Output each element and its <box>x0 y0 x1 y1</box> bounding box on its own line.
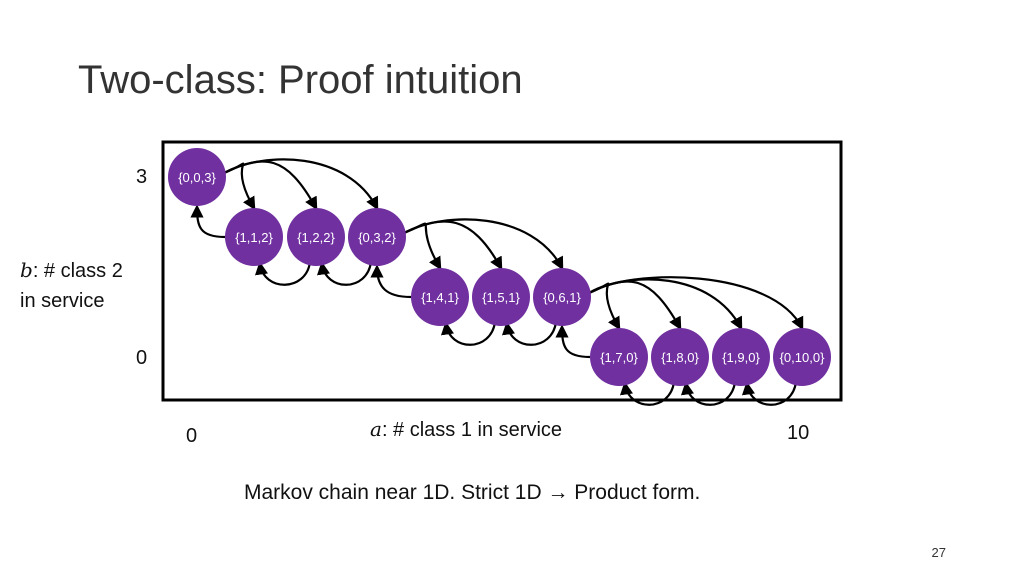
self-loop-arrow <box>440 321 497 346</box>
state-node-label: {1,8,0} <box>661 350 699 365</box>
self-loop-arrow <box>316 261 373 286</box>
self-loop-arrow <box>501 321 558 346</box>
y-axis-label: b: # class 2 in service <box>20 255 123 316</box>
state-node <box>712 328 770 386</box>
state-node-label: {1,2,2} <box>297 230 335 245</box>
self-loop-arrow <box>680 381 737 406</box>
state-node-label: {1,1,2} <box>235 230 273 245</box>
state-node-label: {0,10,0} <box>780 350 825 365</box>
down-arrow <box>588 280 682 331</box>
plot-frame <box>161 140 843 402</box>
caption: Markov chain near 1D. Strict 1D → Produc… <box>244 481 701 504</box>
x-axis-variable: a <box>370 417 382 441</box>
state-node-label: {0,3,2} <box>358 230 396 245</box>
state-node-label: {1,4,1} <box>421 290 459 305</box>
state-node-label: {0,0,3} <box>178 170 216 185</box>
x-axis-label-text: : # class 1 in service <box>381 419 563 441</box>
page-number: 27 <box>931 545 946 560</box>
slide-title: Two-class: Proof intuition <box>78 58 523 102</box>
self-loop-arrow <box>254 261 312 286</box>
down-arrow <box>403 218 564 271</box>
transition-arrows <box>190 158 804 406</box>
down-arrow <box>403 220 503 271</box>
y-axis-label-line2: in service <box>20 290 105 312</box>
state-node <box>225 208 283 266</box>
up-arrow <box>370 264 412 299</box>
x-tick-left: 0 <box>186 425 198 447</box>
state-node <box>533 268 591 326</box>
state-node <box>168 148 226 206</box>
state-node <box>651 328 709 386</box>
state-node <box>348 208 406 266</box>
state-node-label: {1,9,0} <box>722 350 760 365</box>
state-node-label: {1,5,1} <box>482 290 520 305</box>
down-arrow <box>588 276 804 331</box>
up-arrow <box>555 324 591 359</box>
down-arrow <box>223 160 318 211</box>
state-node <box>287 208 345 266</box>
x-axis-label: a: # class 1 in service <box>370 417 562 442</box>
state-node <box>773 328 831 386</box>
down-arrow <box>223 158 379 211</box>
self-loop-arrow <box>741 381 798 406</box>
state-node <box>590 328 648 386</box>
state-node-label: {1,7,0} <box>600 350 638 365</box>
y-tick-bottom: 0 <box>136 347 148 369</box>
state-nodes: {0,0,3} {1,1,2} {1,2,2} {0,3,2} {1,4,1} {1,5,… <box>168 148 831 386</box>
y-axis-label-text: : # class 2 <box>32 260 123 282</box>
self-loop-arrow <box>619 381 676 406</box>
state-node <box>472 268 530 326</box>
up-arrow <box>190 204 226 239</box>
y-tick-top: 3 <box>136 166 148 188</box>
y-axis-variable: b <box>20 258 33 282</box>
x-tick-right: 10 <box>787 422 810 444</box>
state-node-label: {0,6,1} <box>543 290 581 305</box>
state-node <box>411 268 469 326</box>
